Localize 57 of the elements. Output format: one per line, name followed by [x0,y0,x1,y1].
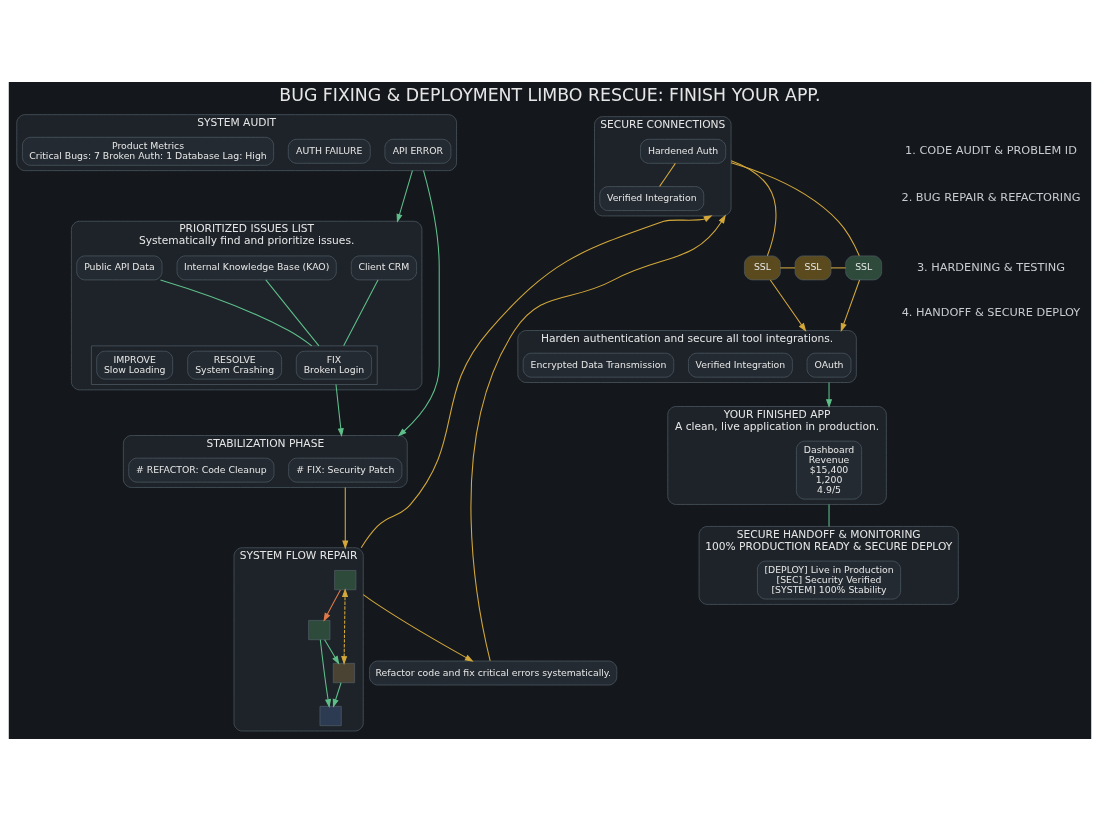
node-box: OAuth [806,352,852,378]
label: 3. HARDENING & TESTING [916,259,1065,274]
node-box: Encrypted Data Transmission [522,352,675,378]
connector [828,503,830,527]
node-box: Internal Knowledge Base (KAO) [176,255,337,281]
arrow [335,383,344,438]
arrow [396,170,413,223]
node-box: Product Metrics Critical Bugs: 7 Broken Auth: 1 Database Lag: High [22,136,274,166]
label: 4. HANDOFF & SECURE DEPLOY [901,304,1081,319]
arrow [324,639,340,665]
arrow [332,682,342,708]
connector [265,279,320,347]
node-box: Public API Data [76,255,163,281]
arrow [397,170,440,437]
node-box [334,570,357,591]
node-box [319,706,342,726]
arrow [341,588,349,665]
arrow [360,215,713,549]
connector [730,160,777,257]
cluster [91,345,378,385]
node-box: Hardened Auth [640,138,727,164]
connector [659,162,676,187]
node-box: Refactor code and fix critical errors systematically. [369,660,618,686]
arrow [319,639,332,708]
node-box: Dashboard Revenue $15,400 1,200 4.9/5 [796,440,862,500]
label: 2. BUG REPAIR & REFACTORING [901,190,1081,205]
node-box [332,663,355,684]
node-box: IMPROVE Slow Loading [96,350,174,380]
node-box: [DEPLOY] Live in Production [SEC] Security Verified [SYSTEM] 100% Stability [757,560,901,600]
node-box: Verified Integration [688,352,793,378]
connector [830,267,847,269]
node-box: AUTH FAILURE [287,138,371,164]
label: 1. CODE AUDIT & PROBLEM ID [905,143,1077,158]
arrow [470,214,726,662]
arrow [840,279,861,333]
connector [779,267,796,269]
arrow [825,381,833,409]
node-box: RESOLVE System Crashing [187,350,282,380]
node-box: Verified Integration [599,186,705,211]
node-box: # FIX: Security Patch [288,457,403,483]
arrow [323,589,341,622]
arrow [769,279,807,332]
connector [343,279,379,347]
node-box: FIX Broken Login [295,350,372,380]
diagram-title: BUG FIXING & DEPLOYMENT LIMBO RESCUE: FINISH YOUR APP. [279,85,821,106]
node-box: SSL [794,255,832,281]
arrow [342,486,349,550]
node-box [308,620,331,641]
connector [730,162,860,257]
node-box: Client CRM [350,255,417,281]
arrow [362,594,474,662]
cluster: SYSTEM FLOW REPAIR [233,547,364,732]
connector [159,279,313,347]
node-box: # REFACTOR: Code Cleanup [128,457,275,483]
node-box: SSL [845,255,882,281]
node-box: API ERROR [384,138,452,164]
node-box: SSL [744,255,781,281]
